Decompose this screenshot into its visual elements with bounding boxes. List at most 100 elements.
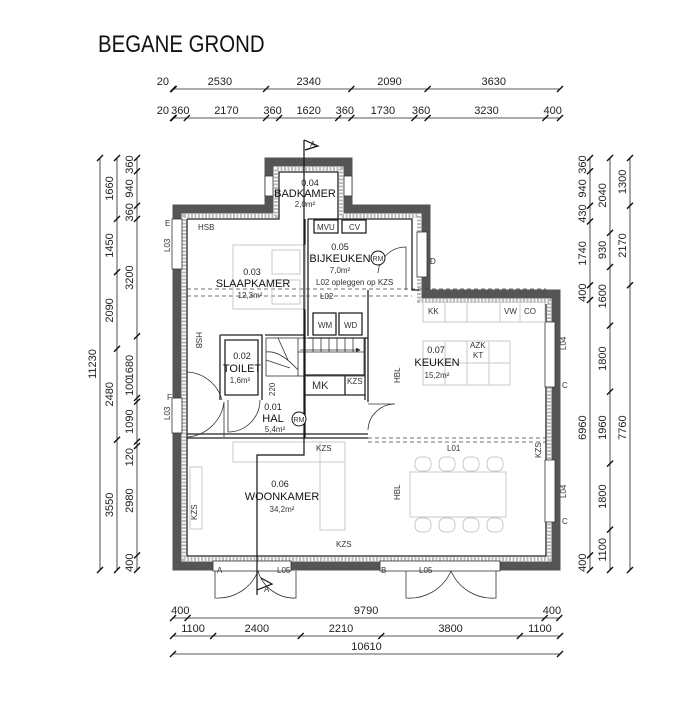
dimension-label: 11230 (87, 349, 99, 379)
svg-text:KT: KT (473, 351, 483, 360)
svg-text:A: A (310, 140, 316, 149)
dimension-label: 2980 (124, 488, 136, 512)
dimension-label: 2040 (597, 183, 609, 207)
door-swings (186, 246, 497, 599)
svg-text:HSB: HSB (198, 223, 214, 232)
dimension-label: 1960 (597, 415, 609, 439)
dimension-label: 1800 (597, 484, 609, 508)
dimension-tick (586, 167, 594, 175)
svg-text:L03: L03 (163, 406, 172, 420)
svg-text:WD: WD (344, 321, 358, 330)
dimension-tick (275, 114, 283, 122)
dimension-label: 400 (577, 283, 589, 301)
dimension-tick (556, 632, 564, 640)
room-name-slaapkamer: SLAAPKAMER (216, 278, 291, 290)
dimension-tick (626, 202, 634, 210)
dimension-tick (184, 614, 192, 622)
dimension-tick (347, 114, 355, 122)
room-number-bijkeuken: 0.05 (331, 242, 349, 252)
svg-text:WM: WM (318, 321, 333, 330)
dimension-tick (170, 114, 178, 122)
wall-insulation (182, 167, 551, 561)
dimension-tick (113, 268, 121, 276)
dimension-label: 2340 (296, 76, 320, 88)
room-area-woonkamer: 34,2m² (270, 505, 295, 514)
door-opening-a (212, 560, 292, 572)
dimension-label: 7760 (617, 415, 629, 439)
svg-text:KK: KK (428, 307, 439, 316)
rm-marker-hal: RM (291, 411, 307, 427)
dimension-tick (424, 85, 432, 93)
door-opening-b (379, 560, 501, 572)
dimension-tick (626, 281, 634, 289)
dimension-tick (133, 215, 141, 223)
window-l04-woonkamer (544, 459, 556, 523)
dimension-label: 10610 (351, 641, 382, 653)
room-area-bijkeuken: 7,0m² (330, 266, 351, 275)
svg-text:KZS: KZS (347, 377, 363, 386)
dimension-tick (133, 167, 141, 175)
room-number-hal: 0.01 (264, 402, 282, 412)
dimension-tick (586, 154, 594, 162)
furniture (189, 244, 546, 533)
dimension-tick (133, 551, 141, 559)
dimension-tick (96, 154, 104, 162)
svg-text:B: B (381, 566, 386, 575)
room-name-toilet: TOILET (223, 363, 262, 375)
dimension-label: 3200 (124, 265, 136, 289)
svg-text:C: C (562, 381, 568, 390)
dimension-tick (133, 398, 141, 406)
interior-walls (187, 218, 419, 439)
dimension-tick (334, 114, 342, 122)
dimension-tick (556, 650, 564, 658)
dimension-tick (262, 85, 270, 93)
svg-text:CV: CV (349, 223, 361, 232)
dimension-label: 1620 (296, 105, 320, 117)
svg-text:HBL: HBL (393, 484, 402, 500)
annotations: MVU CV L02 opleggen op KZS L02 WM WD MK … (163, 219, 568, 575)
plan-title: BEGANE GROND (98, 30, 265, 57)
dimension-tick (410, 114, 418, 122)
dimension-tick (133, 202, 141, 210)
dimension-tick (606, 229, 614, 237)
window-l04-keuken (544, 321, 556, 388)
dimension-label: 400 (544, 105, 562, 117)
room-name-badkamer: BADKAMER (274, 188, 336, 200)
dimension-label: 2530 (208, 76, 232, 88)
window-badkamer-right (343, 175, 353, 197)
dimension-label: 1600 (597, 284, 609, 308)
dimension-label: 1660 (104, 176, 116, 200)
dimension-label: 360 (171, 105, 189, 117)
svg-text:L02 opleggen op KZS: L02 opleggen op KZS (316, 278, 393, 287)
dimension-label: 6960 (577, 415, 589, 439)
dimension-tick (541, 114, 549, 122)
dimension-tick (556, 114, 564, 122)
dimension-label: 360 (336, 105, 354, 117)
dimension-label: 1800 (597, 346, 609, 370)
dimension-tick (626, 566, 634, 574)
dimension-label: 1680 (124, 355, 136, 379)
dimension-tick (606, 388, 614, 396)
dimension-tick (377, 632, 385, 640)
dimension-label: 360 (124, 203, 136, 221)
svg-text:KZS: KZS (534, 442, 543, 458)
dimension-tick (209, 632, 217, 640)
dimension-tick (586, 551, 594, 559)
dimension-label: 1100 (181, 623, 205, 635)
dimension-label: 3630 (482, 76, 506, 88)
svg-text:AZK: AZK (470, 341, 486, 350)
section-line-a: A A (256, 139, 320, 595)
dimension-tick (133, 438, 141, 446)
svg-text:D: D (430, 257, 436, 266)
dimension-label: 100 (124, 378, 136, 396)
dimension-label: 2090 (104, 298, 116, 322)
dimension-tick (113, 566, 121, 574)
rm-marker-bijkeuken: RM (370, 250, 386, 266)
interior-wall-line (186, 171, 547, 557)
dimension-tick (133, 442, 141, 450)
room-name-keuken: KEUKEN (414, 357, 459, 369)
dimension-tick (169, 632, 177, 640)
dimension-label: 3550 (104, 493, 116, 517)
